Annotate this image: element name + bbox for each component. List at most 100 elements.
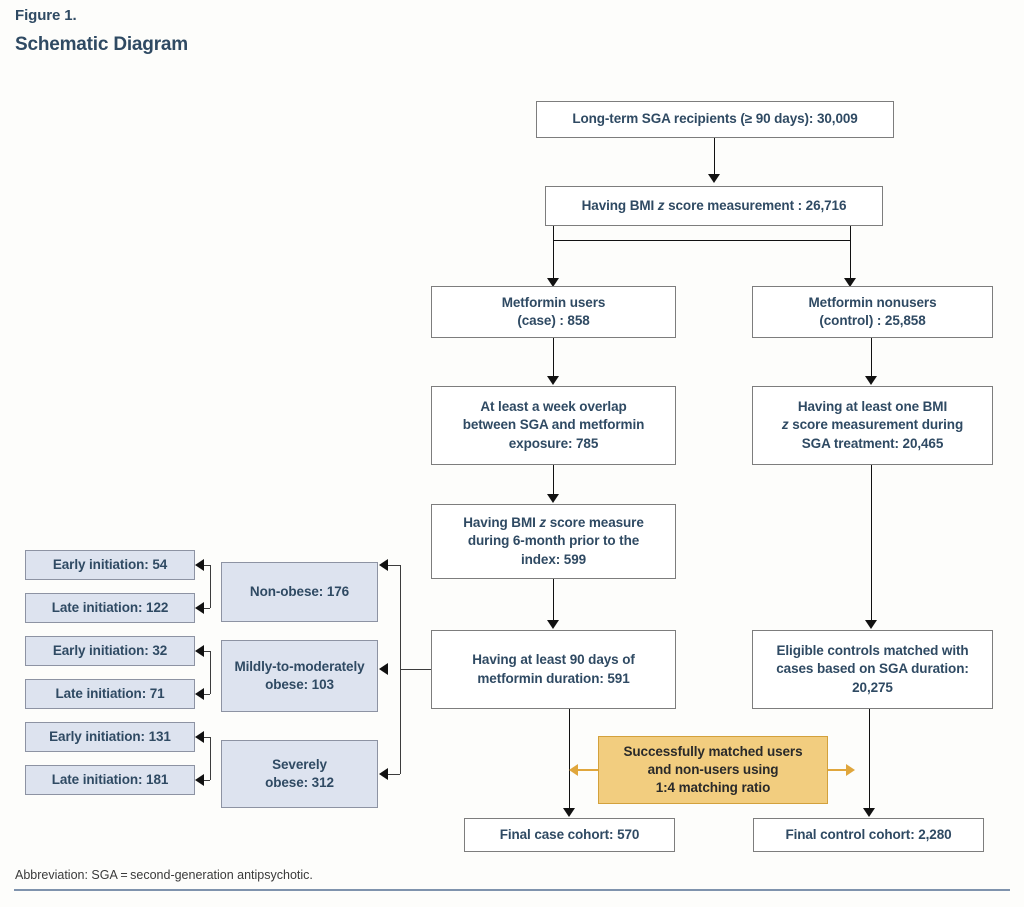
node-bmi-measurement-label: Having BMI z score measurement : 26,716 bbox=[582, 197, 847, 215]
node-eligible-controls-line2: cases based on SGA duration: bbox=[776, 661, 969, 677]
node-prior-index-line1: Having BMI z score measure bbox=[463, 514, 644, 532]
node-stratum-severe-line2: obese: 312 bbox=[265, 775, 334, 790]
arrow-ctrlbmi-to-eligible bbox=[865, 620, 877, 629]
node-severe-late-label: Late initiation: 181 bbox=[51, 771, 169, 787]
connector-strata-bracket bbox=[400, 565, 401, 774]
connector-mild-to-late bbox=[204, 694, 210, 695]
connector-mild-split bbox=[210, 651, 211, 694]
node-metformin-duration-line2: metformin duration: 591 bbox=[477, 670, 630, 686]
node-week-overlap: At least a week overlap between SGA and … bbox=[431, 386, 676, 465]
node-mild-early: Early initiation: 32 bbox=[25, 636, 195, 666]
figure-label: Figure 1. bbox=[15, 7, 77, 24]
connector-matching-left bbox=[578, 769, 598, 771]
node-prior-index: Having BMI z score measure during 6-mont… bbox=[431, 504, 676, 579]
arrow-eligible-to-finalcontrol bbox=[863, 808, 875, 817]
node-week-overlap-line3: exposure: 785 bbox=[508, 435, 599, 451]
node-metformin-nonusers: Metformin nonusers (control) : 25,858 bbox=[752, 286, 993, 338]
node-final-case-cohort-label: Final case cohort: 570 bbox=[499, 826, 640, 842]
ctrl-bmi-z: z bbox=[781, 417, 789, 433]
node-nonobese-early-label: Early initiation: 54 bbox=[52, 556, 168, 572]
connector-overlap-to-prior bbox=[553, 465, 554, 499]
node-final-control-cohort-label: Final control cohort: 2,280 bbox=[785, 826, 952, 842]
node-control-bmi-line2: z score measurement during bbox=[782, 416, 963, 434]
node-eligible-controls: Eligible controls matched with cases bas… bbox=[752, 630, 993, 709]
node-metformin-duration-line1: Having at least 90 days of bbox=[472, 652, 635, 668]
arrow-bracket-to-severe bbox=[379, 768, 388, 780]
node-matching-ratio: Successfully matched users and non-users… bbox=[598, 736, 828, 804]
connector-bmi-to-control bbox=[850, 240, 851, 282]
node-metformin-users-line2: (case) : 858 bbox=[517, 313, 590, 328]
arrow-prior-to-duration bbox=[547, 620, 559, 629]
node-severe-late: Late initiation: 181 bbox=[25, 765, 195, 795]
connector-bracket-to-severe bbox=[388, 774, 400, 775]
arrow-nonobese-to-early bbox=[195, 559, 204, 571]
arrow-matching-left bbox=[569, 764, 578, 776]
connector-duration-to-bracket bbox=[400, 669, 431, 670]
node-severe-early: Early initiation: 131 bbox=[25, 722, 195, 752]
node-mild-late-label: Late initiation: 71 bbox=[55, 685, 165, 701]
node-stratum-mild-line1: Mildly-to-moderately bbox=[234, 658, 365, 674]
prior-post: score measure bbox=[546, 515, 644, 531]
node-control-bmi-line3: SGA treatment: 20,465 bbox=[801, 435, 944, 451]
arrow-severe-to-late bbox=[195, 774, 204, 786]
bmi-z: z bbox=[657, 197, 665, 213]
node-mild-early-label: Early initiation: 32 bbox=[52, 642, 168, 658]
node-stratum-mild-line2: obese: 103 bbox=[265, 677, 334, 692]
node-severe-early-label: Early initiation: 131 bbox=[49, 728, 171, 744]
connector-bmi-to-case bbox=[553, 240, 554, 282]
node-control-bmi-line1: Having at least one BMI bbox=[797, 399, 948, 415]
arrow-matching-right bbox=[846, 764, 855, 776]
arrow-control-to-ctrlbmi bbox=[865, 376, 877, 385]
node-root: Long-term SGA recipients (≥ 90 days): 30… bbox=[536, 101, 894, 138]
connector-ctrlbmi-to-eligible bbox=[871, 465, 872, 623]
node-week-overlap-line2: between SGA and metformin bbox=[462, 417, 645, 433]
node-matching-ratio-line2: and non-users using bbox=[647, 761, 779, 777]
arrow-duration-to-finalcase bbox=[563, 808, 575, 817]
arrow-mild-to-early bbox=[195, 645, 204, 657]
node-prior-index-line2: during 6-month prior to the bbox=[467, 533, 640, 549]
arrow-bracket-to-mild bbox=[379, 663, 388, 675]
bmi-post: score measurement : 26,716 bbox=[664, 197, 847, 213]
connector-bmi-split-bar bbox=[553, 240, 851, 241]
arrow-bmi-to-case bbox=[547, 278, 559, 287]
node-mild-late: Late initiation: 71 bbox=[25, 679, 195, 709]
arrow-overlap-to-prior bbox=[547, 494, 559, 503]
arrow-bracket-to-nonobese bbox=[379, 559, 388, 571]
connector-eligible-to-finalcontrol bbox=[869, 709, 870, 812]
node-nonobese-early: Early initiation: 54 bbox=[25, 550, 195, 580]
bmi-pre: Having BMI bbox=[581, 197, 658, 213]
node-stratum-nonobese-line1: Non-obese: 176 bbox=[249, 583, 350, 599]
node-stratum-severe-line1: Severely bbox=[272, 756, 327, 772]
prior-z: z bbox=[539, 515, 547, 531]
node-eligible-controls-line1: Eligible controls matched with bbox=[776, 643, 969, 659]
node-metformin-nonusers-line1: Metformin nonusers bbox=[808, 294, 937, 310]
arrow-case-to-overlap bbox=[547, 376, 559, 385]
connector-matching-right bbox=[828, 769, 848, 771]
ctrl-bmi-post: score measurement during bbox=[788, 417, 964, 433]
connector-severe-split bbox=[210, 737, 211, 780]
connector-case-to-overlap bbox=[553, 338, 554, 380]
node-root-label: Long-term SGA recipients (≥ 90 days): 30… bbox=[572, 111, 858, 127]
node-metformin-duration: Having at least 90 days of metformin dur… bbox=[431, 630, 676, 709]
prior-pre: Having BMI bbox=[463, 515, 540, 531]
arrow-mild-to-late bbox=[195, 688, 204, 700]
node-metformin-nonusers-line2: (control) : 25,858 bbox=[819, 313, 926, 328]
connector-nonobese-to-early bbox=[204, 565, 210, 566]
node-nonobese-late: Late initiation: 122 bbox=[25, 593, 195, 623]
node-metformin-users-line1: Metformin users bbox=[501, 294, 606, 310]
node-final-case-cohort: Final case cohort: 570 bbox=[464, 818, 675, 852]
connector-severe-to-late bbox=[204, 780, 210, 781]
connector-bmi-stub-left bbox=[553, 226, 554, 241]
node-final-control-cohort: Final control cohort: 2,280 bbox=[753, 818, 984, 852]
arrow-nonobese-to-late bbox=[195, 602, 204, 614]
page-title: Schematic Diagram bbox=[15, 34, 188, 55]
connector-bracket-to-nonobese bbox=[388, 565, 400, 566]
connector-nonobese-split bbox=[210, 565, 211, 608]
arrow-root-to-bmi bbox=[708, 174, 720, 183]
node-eligible-controls-line3: 20,275 bbox=[852, 679, 893, 695]
connector-root-to-bmi bbox=[714, 138, 715, 176]
node-control-bmi: Having at least one BMI z score measurem… bbox=[752, 386, 993, 465]
node-matching-ratio-line1: Successfully matched users bbox=[623, 743, 803, 759]
node-metformin-users: Metformin users (case) : 858 bbox=[431, 286, 676, 338]
